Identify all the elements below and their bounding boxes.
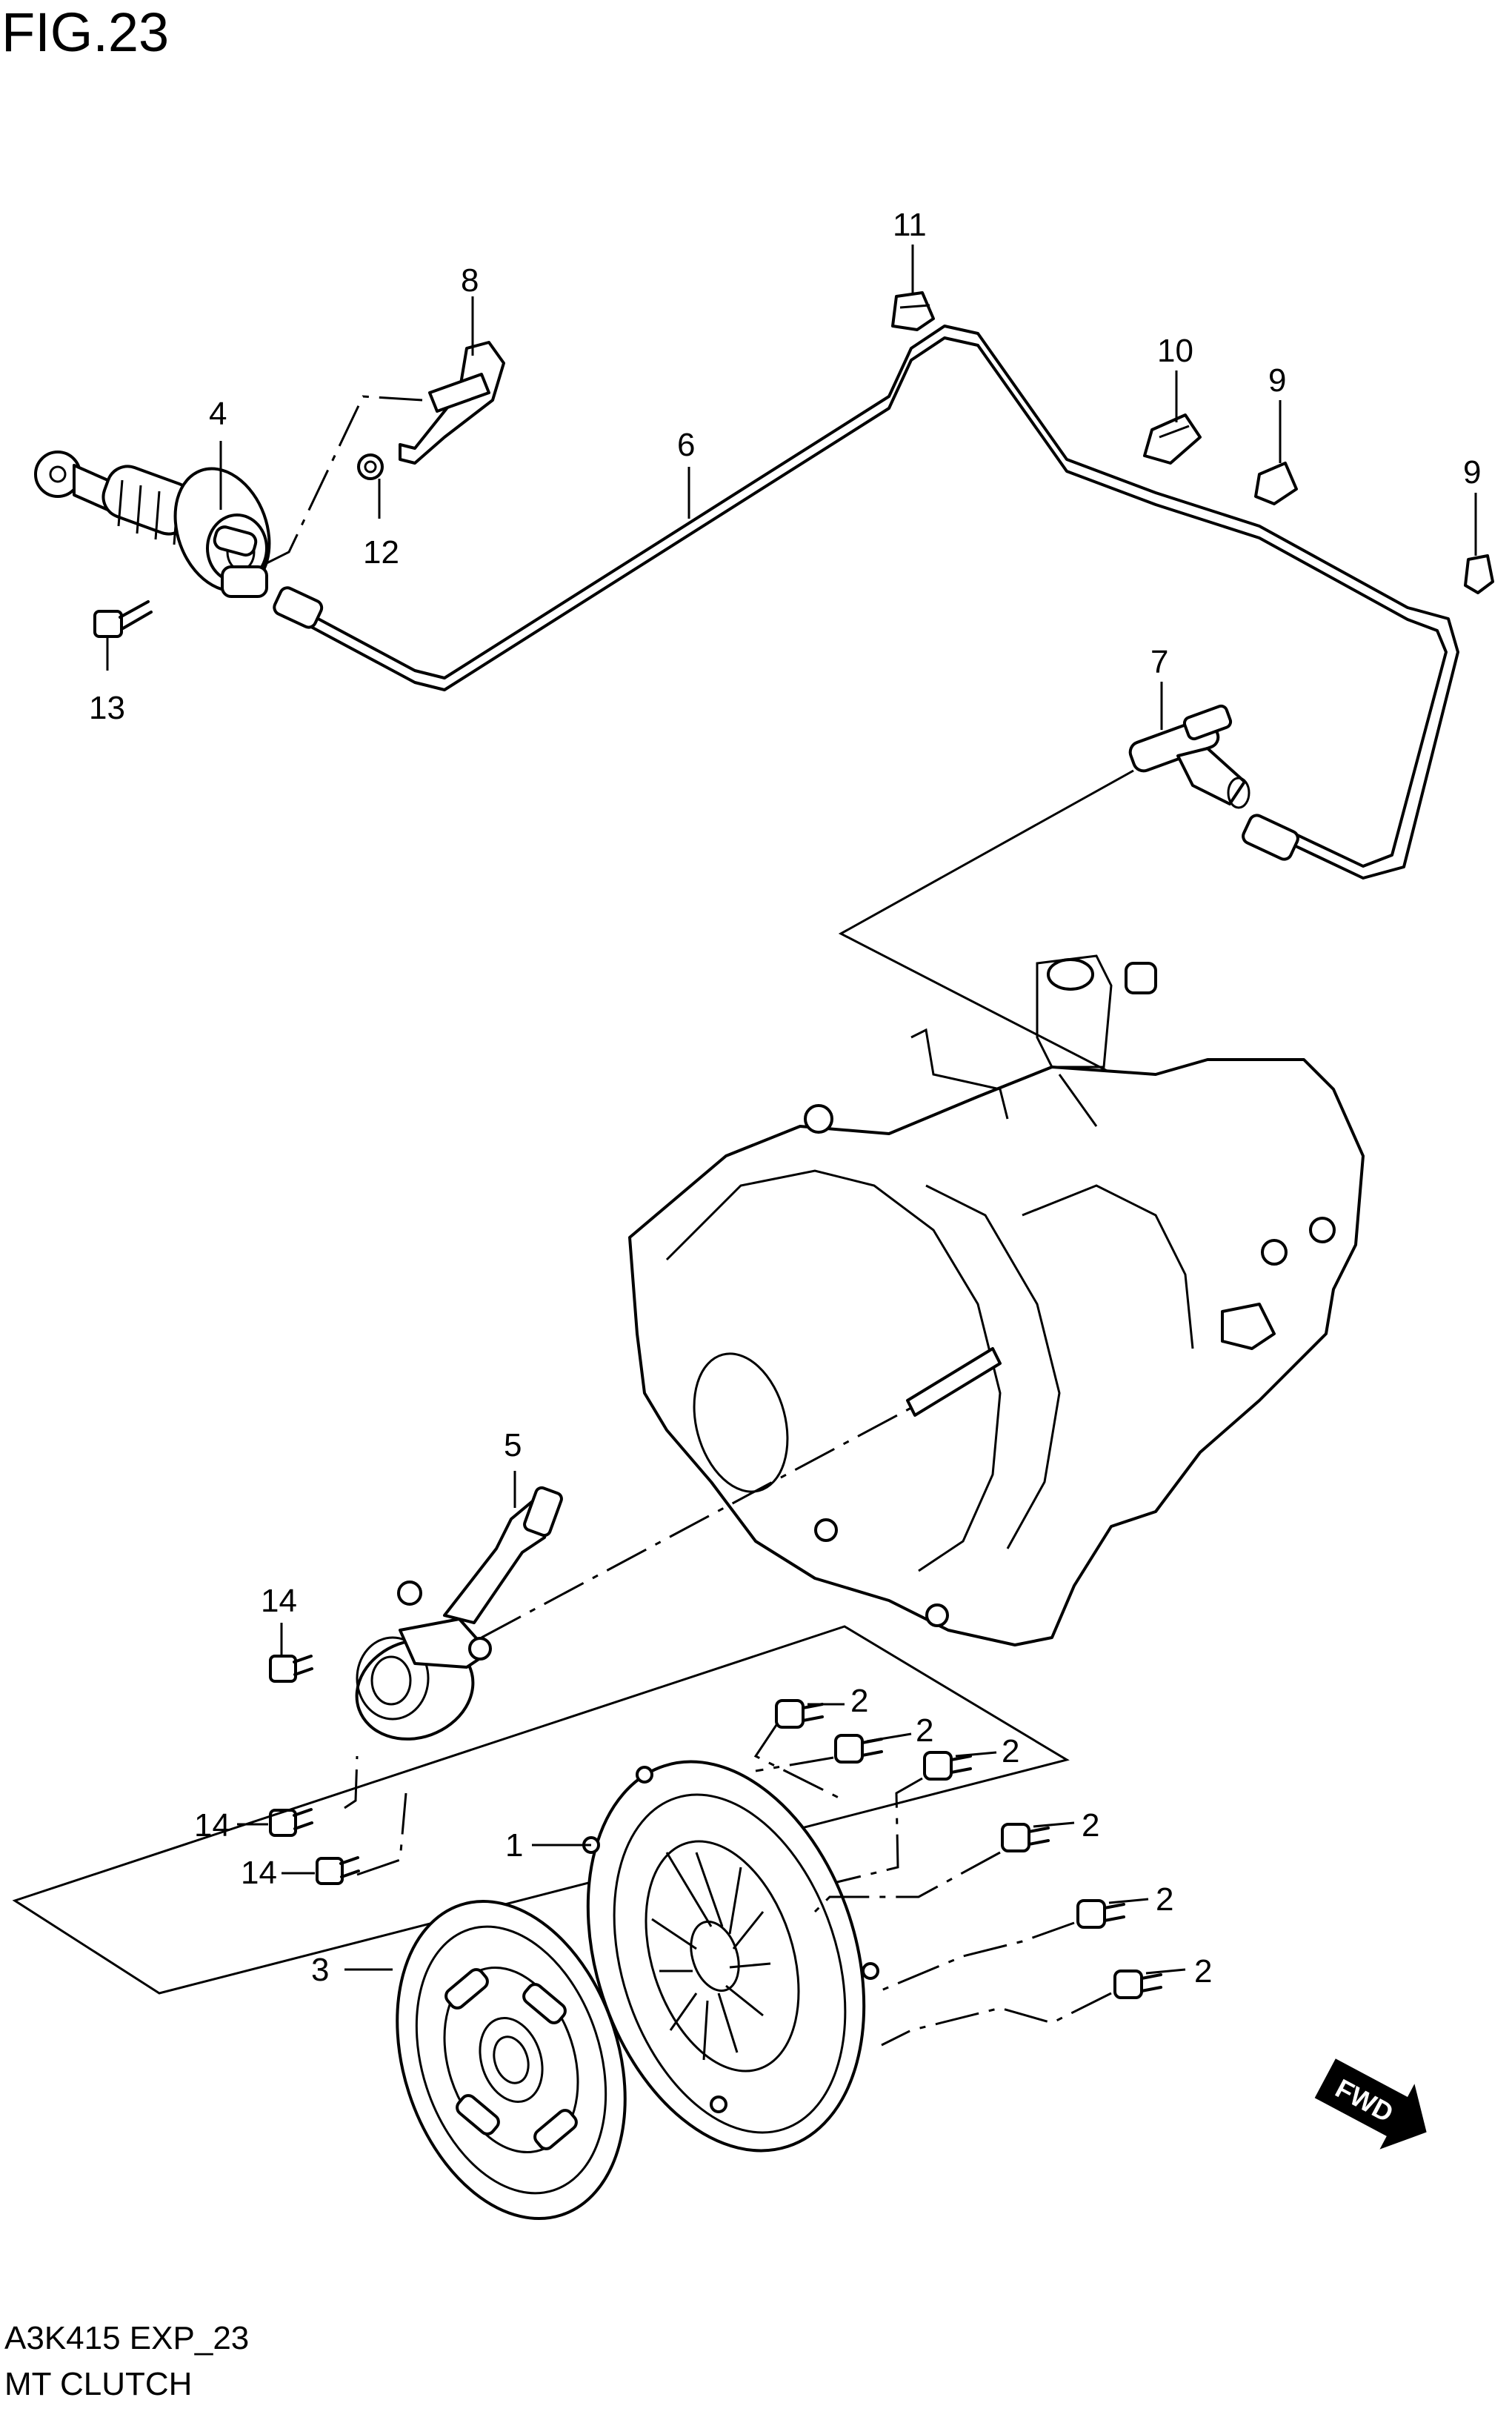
callout-13: 13 bbox=[89, 690, 125, 726]
callout-7: 7 bbox=[1150, 644, 1168, 680]
pipe-clip-11[interactable] bbox=[891, 291, 935, 331]
clutch-disc[interactable] bbox=[359, 1872, 664, 2248]
callout-14a: 14 bbox=[261, 1583, 297, 1619]
section-name: MT CLUTCH bbox=[4, 2366, 193, 2402]
callout-10: 10 bbox=[1157, 333, 1193, 369]
cover-bolt-e[interactable] bbox=[1076, 1899, 1125, 1929]
cover-bolt-d[interactable] bbox=[1001, 1823, 1050, 1852]
clutch-pipe[interactable] bbox=[280, 325, 1459, 880]
callout-2f: 2 bbox=[1194, 1953, 1212, 1990]
slave-cylinder-bolt-a[interactable] bbox=[269, 1655, 313, 1683]
pipe-clip-10[interactable] bbox=[1143, 413, 1202, 465]
callout-5: 5 bbox=[504, 1427, 522, 1463]
diagram-reference-code: A3K415 EXP_23 bbox=[4, 2320, 250, 2356]
callout-2a: 2 bbox=[850, 1683, 868, 1719]
hose-clamp[interactable] bbox=[357, 453, 384, 480]
cover-bolt-a[interactable] bbox=[775, 1699, 824, 1729]
reservoir-hose[interactable] bbox=[399, 341, 505, 465]
pipe-union[interactable] bbox=[1128, 704, 1250, 809]
callout-14b: 14 bbox=[194, 1807, 230, 1844]
callout-3: 3 bbox=[311, 1952, 329, 1988]
callout-14c: 14 bbox=[241, 1855, 277, 1891]
clutch-master-cylinder[interactable] bbox=[34, 451, 285, 604]
master-cylinder-bolt[interactable] bbox=[93, 600, 153, 638]
callout-9a: 9 bbox=[1268, 362, 1286, 399]
callout-12: 12 bbox=[363, 534, 399, 571]
callout-2b: 2 bbox=[916, 1712, 933, 1749]
callout-11: 11 bbox=[893, 207, 927, 243]
pipe-clip-9b[interactable] bbox=[1464, 554, 1494, 594]
pipe-clip-9a[interactable] bbox=[1254, 462, 1298, 505]
callout-4: 4 bbox=[209, 396, 227, 432]
callout-2d: 2 bbox=[1082, 1807, 1099, 1844]
cover-bolt-f[interactable] bbox=[1113, 1970, 1162, 1999]
cover-bolt-c[interactable] bbox=[923, 1751, 972, 1781]
release-bearing-slave-cylinder[interactable] bbox=[343, 1486, 564, 1755]
transmission-case bbox=[628, 954, 1365, 1646]
slave-cylinder-bolt-c[interactable] bbox=[316, 1856, 360, 1885]
callout-2e: 2 bbox=[1156, 1881, 1173, 1918]
callout-9b: 9 bbox=[1463, 454, 1481, 491]
callout-1: 1 bbox=[505, 1827, 523, 1864]
figure-title: FIG.23 bbox=[1, 1, 170, 63]
pipe-fitting-right bbox=[1242, 814, 1299, 861]
pipe-fitting-left bbox=[273, 586, 324, 629]
fwd-arrow-icon: FWD bbox=[1314, 2058, 1427, 2150]
callout-6: 6 bbox=[677, 427, 695, 463]
slave-cylinder-bolt-b[interactable] bbox=[269, 1808, 313, 1837]
callout-8: 8 bbox=[461, 262, 479, 299]
clutch-cover[interactable] bbox=[541, 1726, 911, 2187]
callout-2c: 2 bbox=[1002, 1733, 1019, 1769]
